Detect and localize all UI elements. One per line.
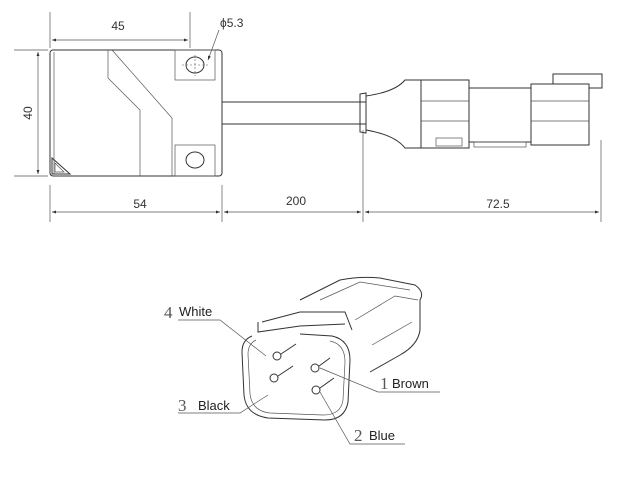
dim-connector-length: 72.5 <box>486 197 510 211</box>
cable <box>222 101 366 125</box>
dim-height: 40 <box>21 106 35 120</box>
sensor-body <box>49 49 223 177</box>
svg-text:2: 2 <box>354 426 363 445</box>
dimension-lines <box>14 12 602 222</box>
pin-label-black: 3 Black <box>178 396 230 415</box>
svg-text:3: 3 <box>178 396 187 415</box>
dim-top-width: 45 <box>111 19 125 33</box>
dim-cable-length: 200 <box>286 194 306 208</box>
pin-label-brown: 1 Brown <box>380 374 429 393</box>
svg-text:Black: Black <box>198 398 230 413</box>
svg-text:4: 4 <box>164 303 173 322</box>
pin-label-blue: 2 Blue <box>354 426 395 445</box>
dim-body-length: 54 <box>133 197 147 211</box>
svg-text:1: 1 <box>380 374 389 393</box>
connector-side-view <box>359 73 603 149</box>
connector-pinout-view <box>178 276 440 445</box>
svg-text:Brown: Brown <box>392 376 429 391</box>
svg-text:White: White <box>179 304 212 319</box>
dim-hole-diameter: ϕ5.3 <box>220 16 244 30</box>
svg-text:Blue: Blue <box>369 428 395 443</box>
mounting-hole-bottom <box>185 151 205 169</box>
pin-label-white: 4 White <box>164 303 212 322</box>
